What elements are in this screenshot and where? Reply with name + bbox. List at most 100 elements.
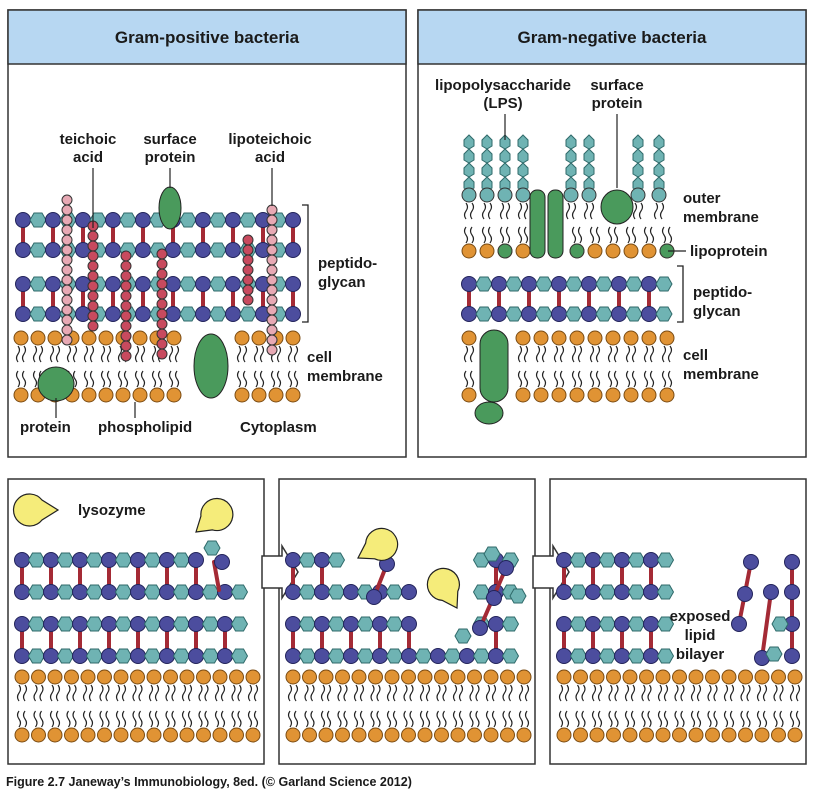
gp-nag-hexagon	[29, 276, 47, 292]
lipoteichoic-bead	[61, 274, 73, 286]
stage2-nam-circle	[285, 552, 301, 568]
stage2-nam-circle	[372, 648, 388, 664]
outer-membrane-label-1: outer	[683, 190, 721, 207]
lps-sugar	[481, 148, 493, 164]
lipoteichoic-bead	[266, 294, 278, 306]
lysozyme-legend-icon	[12, 493, 60, 527]
gn-nam-circle	[611, 276, 627, 292]
stage2-nam-circle	[486, 590, 502, 606]
lysozyme-enzyme	[426, 567, 460, 609]
lipoteichoic-bead	[61, 244, 73, 256]
gn-nam-circle	[641, 276, 657, 292]
teichoic-bead	[156, 338, 168, 350]
gp-nam-circle	[165, 306, 181, 322]
stage2-nam-circle	[430, 648, 446, 664]
stage2-nam-circle	[372, 616, 388, 632]
gp-nam-circle	[15, 212, 31, 228]
teichoic-bead	[242, 284, 254, 296]
gn-nag-hexagon	[625, 276, 643, 292]
figure-caption: Figure 2.7 Janeway’s Immunobiology, 8ed.…	[6, 775, 412, 789]
stage3-nag-hexagon	[657, 584, 674, 600]
stage1-nam-circle	[130, 584, 146, 600]
lysozyme-body	[195, 497, 234, 533]
stage3-nam-circle	[784, 584, 800, 600]
lipoteichoic-bead	[61, 324, 73, 336]
lps-core	[651, 187, 667, 203]
lipoteichoic-bead	[61, 334, 73, 346]
stage3-nag-hexagon	[628, 648, 645, 664]
gn-nam-circle	[491, 306, 507, 322]
lipoteichoic-bead	[266, 314, 278, 326]
stage2-nag-hexagon	[328, 616, 345, 632]
stage2-nam-circle	[285, 584, 301, 600]
gp-nam-circle	[105, 276, 121, 292]
teichoic-bead	[120, 330, 132, 342]
stage3-nag-hexagon	[657, 552, 674, 568]
stage2-nag-hexagon	[328, 648, 345, 664]
gn-nam-circle	[581, 306, 597, 322]
stage1-nam-circle	[188, 552, 204, 568]
stage2-nam-circle	[401, 648, 417, 664]
stage1-nag-hexagon	[173, 648, 190, 664]
gp-transmembrane-protein	[193, 333, 229, 399]
cell-membrane-label-2: membrane	[307, 368, 383, 385]
stage1-nag-hexagon	[28, 552, 45, 568]
gram-negative-header	[417, 9, 807, 65]
gn-nam-circle	[521, 276, 537, 292]
lysozyme-body	[426, 567, 460, 609]
lipoteichoic-bead	[61, 254, 73, 266]
lysozyme-legend-label: lysozyme	[78, 502, 146, 519]
stage1-nag-hexagon	[144, 584, 161, 600]
gp-nag-hexagon	[209, 276, 227, 292]
gram-positive-labels: teichoic acid surface protein lipoteicho…	[20, 131, 383, 436]
porin-right	[547, 189, 564, 259]
cytoplasm-label: Cytoplasm	[240, 419, 317, 436]
teichoic-bead	[156, 248, 168, 260]
lps-core	[497, 187, 513, 203]
lps-sugar	[517, 176, 529, 192]
gn-nam-circle	[491, 276, 507, 292]
teichoic-bead	[87, 270, 99, 282]
stage1-nag-hexagon	[86, 648, 103, 664]
lipoteichoic-bead	[266, 224, 278, 236]
stage2-nag-hexagon	[509, 588, 527, 604]
stage2-nag-hexagon	[357, 648, 374, 664]
teichoic-bead	[120, 290, 132, 302]
stage2-nag-hexagon	[454, 628, 472, 644]
stage3-nag-hexagon	[599, 552, 616, 568]
exposed-lipid-label-1: exposed	[670, 608, 731, 625]
gn-nag-hexagon	[565, 306, 583, 322]
stage3-nam-circle	[737, 586, 753, 602]
teichoic-acid-label-2: acid	[73, 149, 103, 166]
teichoic-bead	[156, 258, 168, 270]
gp-nam-circle	[135, 212, 151, 228]
teichoic-bead	[120, 270, 132, 282]
teichoic-bead	[120, 280, 132, 292]
stage2-nag-hexagon	[299, 584, 316, 600]
gn-surface-protein-label-2: protein	[592, 95, 643, 112]
gp-nag-hexagon	[29, 212, 47, 228]
lysozyme-body	[357, 527, 399, 561]
gn-nam-circle	[611, 306, 627, 322]
stage1-nag-hexagon	[173, 584, 190, 600]
lipoteichoic-bead	[61, 294, 73, 306]
stage1-nag-hexagon	[202, 648, 219, 664]
stage1-nag-hexagon	[144, 552, 161, 568]
lysozyme-enzyme	[357, 527, 399, 561]
stage1-nam-circle	[72, 584, 88, 600]
stage3-nag-hexagon	[599, 584, 616, 600]
stage3-nag-hexagon	[599, 648, 616, 664]
gn-nam-circle	[641, 306, 657, 322]
stage1-nam-circle	[101, 616, 117, 632]
lipoteichoic-bead	[266, 304, 278, 316]
lps-sugar	[481, 162, 493, 178]
gp-nam-circle	[105, 242, 121, 258]
lps-label-1: lipopolysaccharide	[435, 77, 571, 94]
lipoteichoic-bead	[61, 204, 73, 216]
stage3-nam-circle	[784, 648, 800, 664]
stage1-nam-circle	[214, 554, 230, 570]
stage1-nag-hexagon	[86, 584, 103, 600]
stage1-nam-circle	[130, 616, 146, 632]
stage3-nam-circle	[585, 648, 601, 664]
